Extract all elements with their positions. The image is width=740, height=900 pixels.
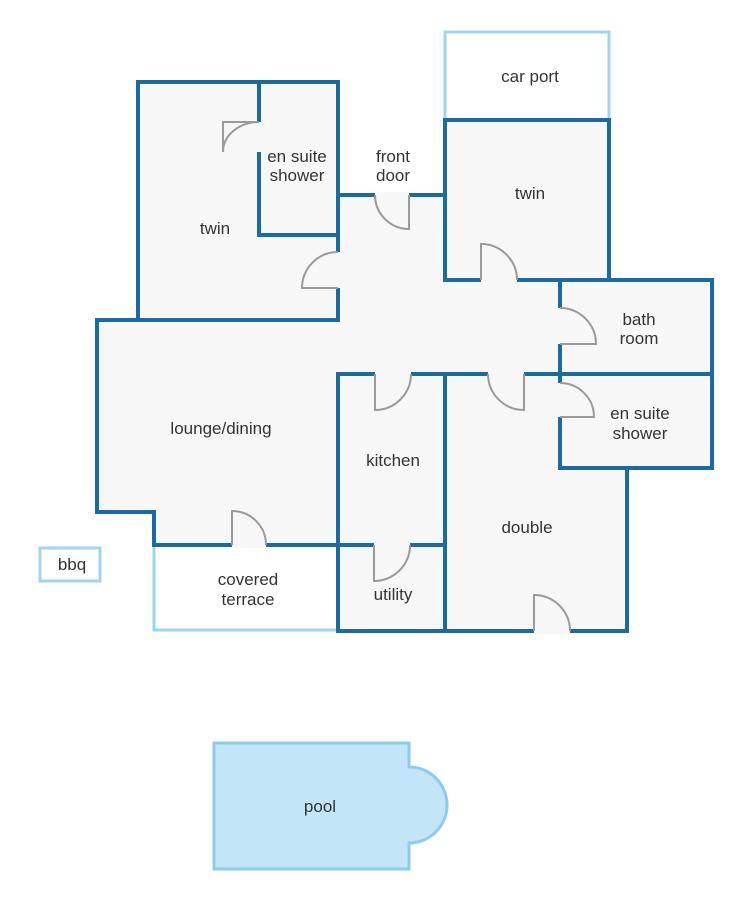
label-bbq: bbq (58, 555, 86, 574)
floor-fills (97, 82, 712, 631)
label-ensuite-right-1: en suite (610, 404, 670, 423)
label-lounge: lounge/dining (170, 419, 271, 438)
label-ensuite-left-2: shower (270, 166, 325, 185)
label-terrace-1: covered (218, 570, 278, 589)
bbq-outline (38, 546, 102, 583)
walls (95, 80, 714, 633)
covered-terrace-outline (152, 545, 338, 632)
label-twin-left: twin (200, 219, 230, 238)
car-port-outline (443, 30, 611, 122)
label-terrace-2: terrace (222, 590, 275, 609)
label-front-door-1: front (376, 147, 410, 166)
label-bathroom-2: room (620, 329, 659, 348)
label-bathroom-1: bath (622, 310, 655, 329)
label-car-port: car port (501, 67, 559, 86)
label-kitchen: kitchen (366, 451, 420, 470)
label-ensuite-left-1: en suite (267, 147, 327, 166)
label-utility: utility (374, 585, 413, 604)
door-gaps (232, 122, 570, 634)
label-ensuite-right-2: shower (613, 424, 668, 443)
pool-shape (212, 741, 449, 871)
label-twin-right: twin (515, 184, 545, 203)
label-double: double (501, 518, 552, 537)
door-swings (222, 121, 598, 632)
label-front-door-2: door (376, 166, 410, 185)
room-labels: car port twin en suite shower front door… (58, 67, 670, 816)
label-pool: pool (304, 797, 336, 816)
